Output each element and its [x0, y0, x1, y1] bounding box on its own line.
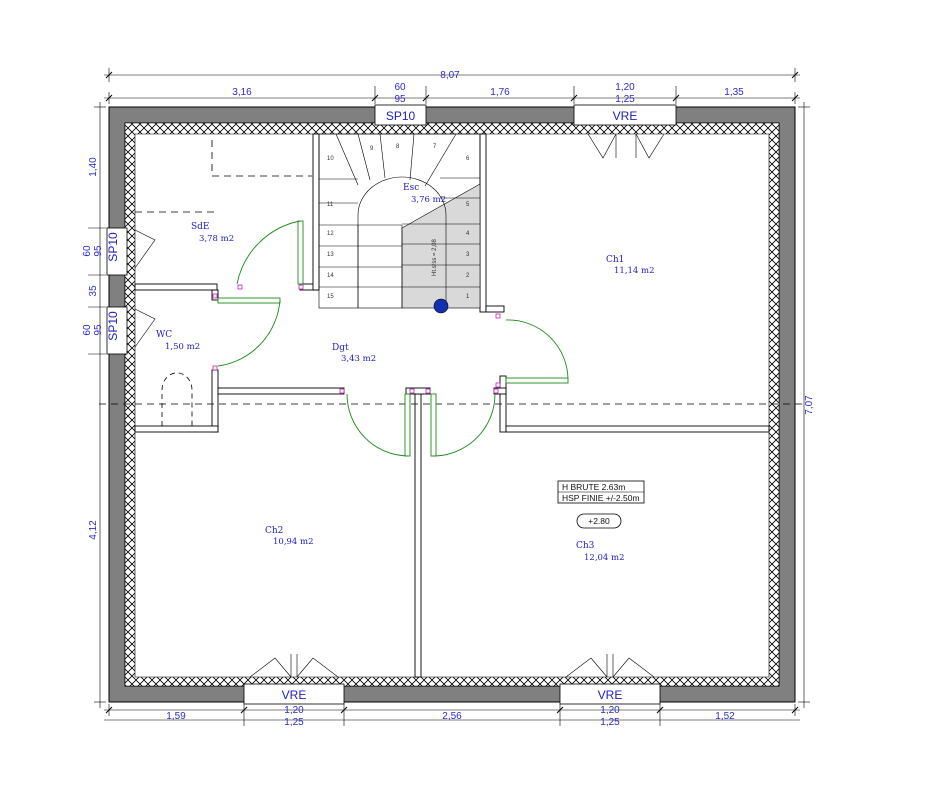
- dim-bottom-right: 1,52: [715, 711, 735, 722]
- step-number: 10: [327, 156, 334, 162]
- window-top-vre: [573, 104, 677, 126]
- room-esc-name: Esc: [403, 183, 419, 193]
- height-info: H BRUTE 2.63m HSP FINIE +/-2.50m +2.80: [557, 480, 645, 529]
- dim-left-sp10b-h: 95: [93, 324, 104, 336]
- step-number: 7: [433, 144, 437, 150]
- room-wc-area: 1,50 m2: [165, 342, 200, 352]
- room-ch2-name: Ch2: [265, 526, 283, 536]
- step-number: 15: [327, 294, 334, 300]
- dim-top-left: 3,16: [232, 87, 252, 98]
- step-number: 9: [370, 146, 374, 152]
- dim-bottom-vre2-h: 1,25: [600, 717, 620, 728]
- dim-left-sp10b-w: 60: [82, 324, 93, 336]
- interior-doors: [217, 220, 569, 457]
- staircase: Ht.s/ss = 2,08 10 11 12 13 14 15 9 8 7 6…: [318, 133, 481, 314]
- stair-shaded-flight: [402, 184, 480, 308]
- dim-left-bottom: 4,12: [88, 520, 99, 540]
- h-brute: H BRUTE 2.63m: [562, 482, 625, 492]
- windows: SP10 VRE SP10 SP10 VRE VRE: [106, 104, 677, 705]
- room-esc-area: 3,76 m2: [411, 195, 446, 205]
- room-wc-name: WC: [156, 330, 172, 340]
- dim-bottom-vre1-w: 1,20: [284, 705, 304, 716]
- dim-bottom-vre1-h: 1,25: [284, 717, 304, 728]
- dim-top-mid: 1,76: [490, 87, 510, 98]
- step-number: 8: [396, 144, 400, 150]
- dim-left-sp10a-h: 95: [93, 245, 104, 257]
- step-number: 14: [327, 273, 334, 279]
- window-top-vre-label: VRE: [613, 109, 638, 123]
- stair-newel-icon: [433, 298, 449, 314]
- window-left-sp10-b-label: SP10: [106, 311, 120, 341]
- room-dgt-area: 3,43 m2: [341, 354, 376, 364]
- dimension-ticks: [105, 71, 799, 714]
- room-ch2-area: 10,94 m2: [273, 537, 314, 547]
- dim-top-vre-h: 1,25: [615, 94, 635, 105]
- room-sde-area: 3,78 m2: [199, 234, 234, 244]
- dim-total-width: 8,07: [440, 70, 460, 81]
- step-number: 11: [327, 202, 334, 208]
- step-number: 13: [327, 252, 334, 258]
- room-labels: SdE 3,78 m2 WC 1,50 m2 Esc 3,76 m2 Dgt 3…: [156, 183, 655, 563]
- dim-left-top: 1,40: [88, 157, 99, 177]
- window-bottom-vre-1: [243, 683, 345, 705]
- step-number: 12: [327, 231, 334, 237]
- window-bottom-vre-2: [559, 683, 661, 705]
- door-stops: [212, 284, 501, 394]
- exterior-walls: [108, 106, 796, 703]
- dim-bottom-mid: 2,56: [442, 711, 462, 722]
- room-ch3-area: 12,04 m2: [584, 553, 625, 563]
- window-bottom-vre-2-label: VRE: [598, 688, 623, 702]
- dim-left-sp10a-w: 60: [82, 245, 93, 257]
- step-number: 5: [466, 202, 470, 208]
- step-number: 4: [466, 231, 470, 237]
- dim-top-sp10-w: 60: [394, 82, 406, 93]
- window-bottom-vre-1-label: VRE: [282, 688, 307, 702]
- dashed-guides: [99, 140, 806, 405]
- interior-partitions: [134, 133, 770, 678]
- dim-bottom-vre2-w: 1,20: [600, 705, 620, 716]
- dimension-lines: [88, 68, 810, 726]
- level-marker: +2.80: [588, 516, 610, 526]
- window-top-sp10: [374, 104, 427, 126]
- window-top-sp10-label: SP10: [386, 109, 416, 123]
- step-number: 6: [466, 156, 470, 162]
- room-ch1-area: 11,14 m2: [614, 266, 655, 276]
- step-number: 2: [466, 273, 470, 279]
- hsp-finie: HSP FINIE +/-2.50m: [562, 493, 640, 503]
- dim-top-vre-w: 1,20: [615, 82, 635, 93]
- dim-top-sp10-h: 95: [394, 94, 406, 105]
- room-dgt-name: Dgt: [332, 343, 349, 353]
- dim-bottom-left: 1,59: [166, 711, 186, 722]
- step-number: 1: [466, 294, 470, 300]
- step-number: 3: [466, 252, 470, 258]
- room-ch3-name: Ch3: [576, 541, 595, 551]
- stair-headroom: Ht.s/ss = 2,08: [432, 238, 438, 276]
- toilet-outline: [161, 372, 193, 426]
- dim-left-gap: 35: [88, 285, 99, 297]
- dimension-labels: 8,07 3,16 60 95 1,76 1,20 1,25 1,35 1,40…: [82, 70, 815, 728]
- room-sde-name: SdE: [191, 222, 210, 232]
- dim-top-right: 1,35: [724, 87, 744, 98]
- window-left-sp10-a: [106, 227, 128, 276]
- window-left-sp10-a-label: SP10: [106, 232, 120, 262]
- room-ch1-name: Ch1: [606, 255, 624, 265]
- dim-right-total: 7,07: [804, 395, 815, 415]
- window-left-sp10-b: [106, 306, 128, 355]
